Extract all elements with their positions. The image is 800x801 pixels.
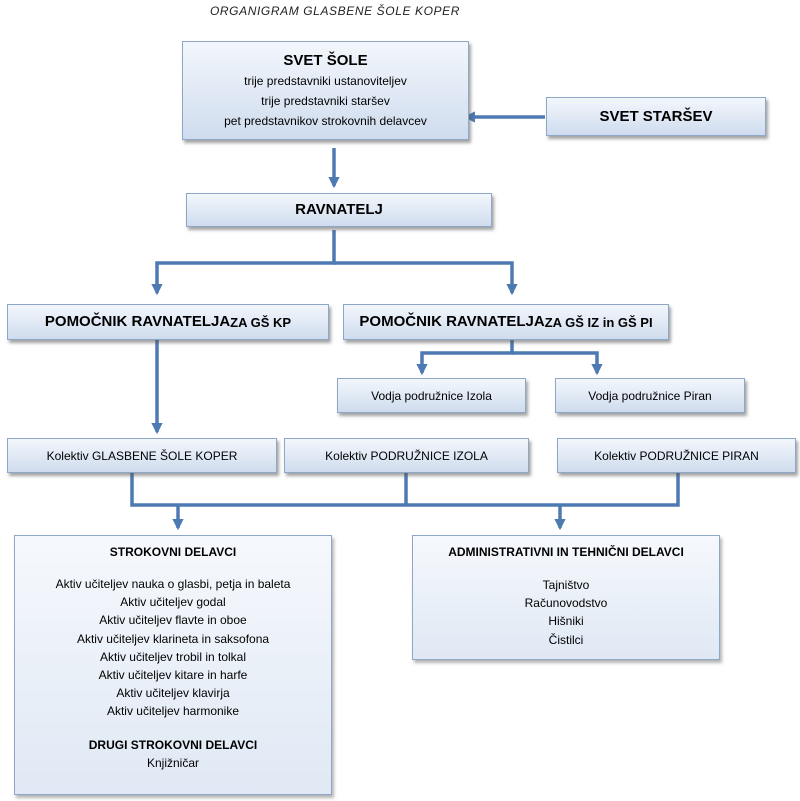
strokovni-item: Aktiv učiteljev kitare in harfe: [98, 668, 248, 683]
svet-starsev-box: SVET STARŠEV: [546, 97, 766, 136]
strokovni-item: Aktiv učiteljev flavte in oboe: [99, 613, 247, 628]
administrativni-box: ADMINISTRATIVNI IN TEHNIČNI DELAVCI Tajn…: [412, 535, 720, 660]
connector-ravnatelj-branch: [151, 230, 336, 296]
drugi-strokovni-heading: DRUGI STROKOVNI DELAVCI: [88, 737, 258, 752]
vodja-piran-box: Vodja podružnice Piran: [555, 378, 745, 413]
pomocnik-kp-suffix: ZA GŠ KP: [230, 314, 292, 330]
svet-sole-heading: SVET ŠOLE: [283, 51, 368, 69]
strokovni-heading: STROKOVNI DELAVCI: [109, 545, 237, 559]
pomocnik-kp-label: POMOČNIK RAVNATELJA: [44, 313, 231, 330]
strokovni-item: Aktiv učiteljev klavirja: [116, 686, 230, 701]
administrativni-item: Računovodstvo: [524, 596, 608, 611]
pomocnik-kp-box: POMOČNIK RAVNATELJA ZA GŠ KP: [7, 304, 329, 340]
vodja-piran-label: Vodja podružnice Piran: [588, 388, 712, 403]
pomocnik-iz-pi-box: POMOČNIK RAVNATELJA ZA GŠ IZ in GŠ PI: [343, 304, 669, 340]
connector-pomocnik-to-vodja-piran: [512, 351, 603, 376]
kolektiv-piran-box: Kolektiv PODRUŽNICE PIRAN: [557, 438, 796, 473]
drugi-strokovni-item: Knjižničar: [146, 755, 200, 770]
strokovni-item: Aktiv učiteljev trobil in tolkal: [99, 649, 247, 664]
administrativni-item: Hišniki: [548, 614, 584, 629]
strokovni-item: Aktiv učiteljev godal: [120, 595, 226, 610]
administrativni-heading: ADMINISTRATIVNI IN TEHNIČNI DELAVCI: [448, 545, 684, 559]
connector-ravnatelj-branch-right: [334, 261, 518, 296]
pomocnik-iz-pi-label: POMOČNIK RAVNATELJA: [359, 313, 545, 330]
diagram-title: ORGANIGRAM GLASBENE ŠOLE KOPER: [209, 4, 461, 18]
kolektiv-koper-box: Kolektiv GLASBENE ŠOLE KOPER: [7, 438, 277, 473]
connector-pomocnik-to-vodje: [416, 340, 514, 376]
ravnatelj-box: RAVNATELJ: [186, 193, 492, 227]
ravnatelj-label: RAVNATELJ: [295, 201, 383, 218]
svet-sole-line: trije predstavniki ustanoviteljev: [244, 73, 407, 88]
pomocnik-iz-pi-suffix: ZA GŠ IZ in GŠ PI: [544, 314, 653, 330]
svet-sole-line: pet predstavnikov strokovnih delavcev: [224, 113, 427, 128]
strokovni-item: Aktiv učiteljev harmonike: [106, 704, 240, 719]
administrativni-item: Tajništvo: [542, 578, 590, 592]
svet-sole-box: SVET ŠOLE trije predstavniki ustanovitel…: [182, 41, 469, 140]
vodja-izola-label: Vodja podružnice Izola: [371, 388, 492, 403]
kolektiv-izola-label: Kolektiv PODRUŽNICE IZOLA: [325, 448, 488, 463]
strokovni-item: Aktiv učiteljev klarineta in saksofona: [76, 631, 270, 646]
vodja-izola-box: Vodja podružnice Izola: [337, 378, 526, 413]
strokovni-delavci-box: STROKOVNI DELAVCI Aktiv učiteljev nauka …: [14, 535, 332, 795]
kolektiv-koper-label: Kolektiv GLASBENE ŠOLE KOPER: [46, 448, 238, 463]
kolektiv-izola-box: Kolektiv PODRUŽNICE IZOLA: [284, 438, 529, 473]
svet-sole-line: trije predstavniki staršev: [261, 93, 390, 108]
strokovni-item: Aktiv učiteljev nauka o glasbi, petja in…: [55, 577, 291, 591]
kolektiv-piran-label: Kolektiv PODRUŽNICE PIRAN: [594, 448, 759, 463]
administrativni-item: Čistilci: [548, 632, 584, 647]
svet-starsev-label: SVET STARŠEV: [599, 107, 713, 125]
